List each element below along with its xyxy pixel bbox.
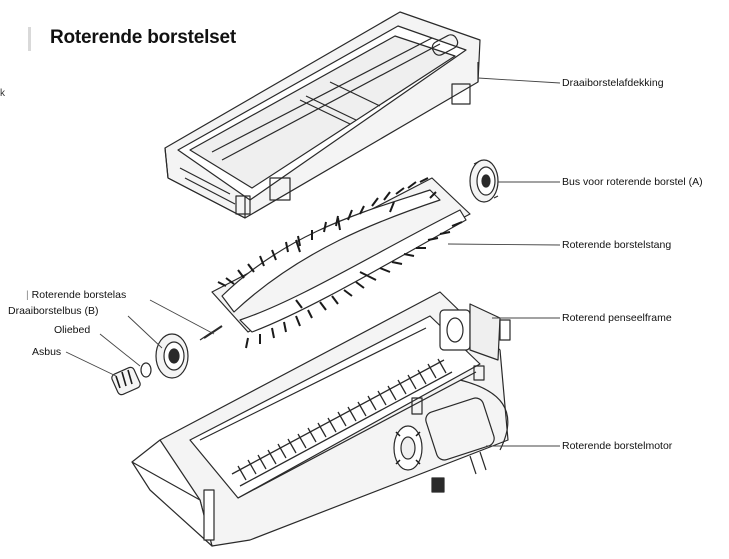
label-oil-bed: Oliebed — [54, 324, 91, 336]
brush-cover-part — [164, 11, 481, 219]
label-cover: Draaiborstelafdekking — [562, 77, 664, 89]
label-bus-b: Draaiborstelbus (B) — [8, 305, 99, 317]
label-brush-axle-text: Roterende borstelas — [31, 289, 127, 301]
axle-bush-part — [111, 366, 141, 396]
label-brush-bar: Roterende borstelstang — [562, 239, 672, 251]
bus-a-part — [469, 159, 499, 203]
label-frame: Roterend penseelframe — [562, 312, 672, 324]
frame-ribs — [231, 358, 453, 487]
brush-motor-part — [393, 397, 495, 493]
label-motor: Roterende borstelmotor — [562, 440, 673, 452]
brush-bristles — [217, 177, 463, 349]
label-brush-axle: | Roterende borstelas — [26, 289, 127, 301]
title-accent-bar — [28, 27, 31, 51]
label-bus-a: Bus voor roterende borstel (A) — [562, 176, 703, 188]
leader-lines — [65, 77, 561, 447]
bus-b-part — [155, 333, 189, 379]
page-title: Roterende borstelset — [50, 27, 237, 48]
oil-bed-part — [140, 362, 152, 378]
label-axle-bush: Asbus — [32, 346, 62, 358]
stray-text: k — [0, 88, 5, 99]
